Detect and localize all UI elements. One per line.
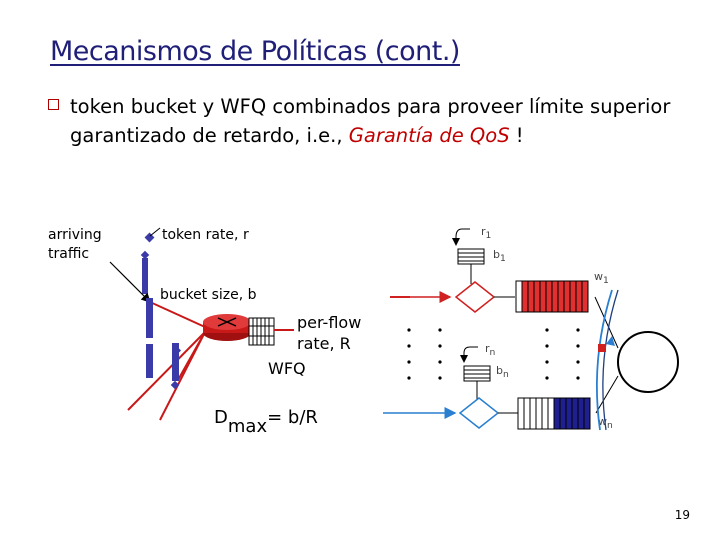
left-token-bucket-diagram [109, 227, 294, 421]
per-flow-rate-label: per-flow rate, R [297, 313, 362, 353]
bucket-icon [142, 258, 148, 294]
page-number: 19 [674, 508, 690, 522]
bullet-text-end: ! [509, 124, 524, 147]
router-icon [203, 314, 251, 341]
dmax-formula: Dmax= b/R [214, 407, 318, 437]
bullet-text-emphasis: Garantía de QoS [348, 124, 510, 147]
b1-label: b1 [493, 248, 506, 265]
token-arrow-n [460, 346, 478, 363]
queue-n [517, 397, 591, 430]
bullet-text-main: token bucket y WFQ combinados para prove… [70, 95, 671, 147]
wfq-queue-icon [248, 317, 275, 346]
bn-label: bn [496, 364, 509, 381]
token-rate-label: token rate, r [162, 227, 249, 243]
w1-label: w1 [594, 270, 609, 287]
rn-label: rn [485, 342, 496, 359]
ellipsis-dots [407, 328, 580, 380]
scheduler-server [617, 331, 679, 393]
arriving-traffic-label: arriving traffic [48, 227, 102, 262]
scheduler-arrow-blue [595, 289, 613, 431]
bullet-icon [48, 99, 59, 110]
packet-icon [146, 298, 153, 338]
right-combined-diagram [383, 228, 679, 431]
wfq-label: WFQ [268, 359, 306, 378]
dmax-d: D [214, 407, 228, 428]
slide-title: Mecanismos de Políticas (cont.) [50, 36, 460, 67]
r1-label: r1 [481, 225, 492, 242]
dmax-equation: = b/R [267, 407, 318, 428]
arriving-arrow [109, 261, 151, 303]
queue-1 [515, 280, 589, 313]
policer-diamond-n [458, 397, 500, 429]
policer-diamond-1 [454, 281, 496, 313]
wn-label: wn [598, 415, 613, 432]
bullet-text: token bucket y WFQ combinados para prove… [70, 92, 680, 150]
token-arrow-1 [452, 228, 470, 246]
dmax-subscript: max [227, 416, 268, 437]
bucket-size-label: bucket size, b [160, 287, 257, 303]
